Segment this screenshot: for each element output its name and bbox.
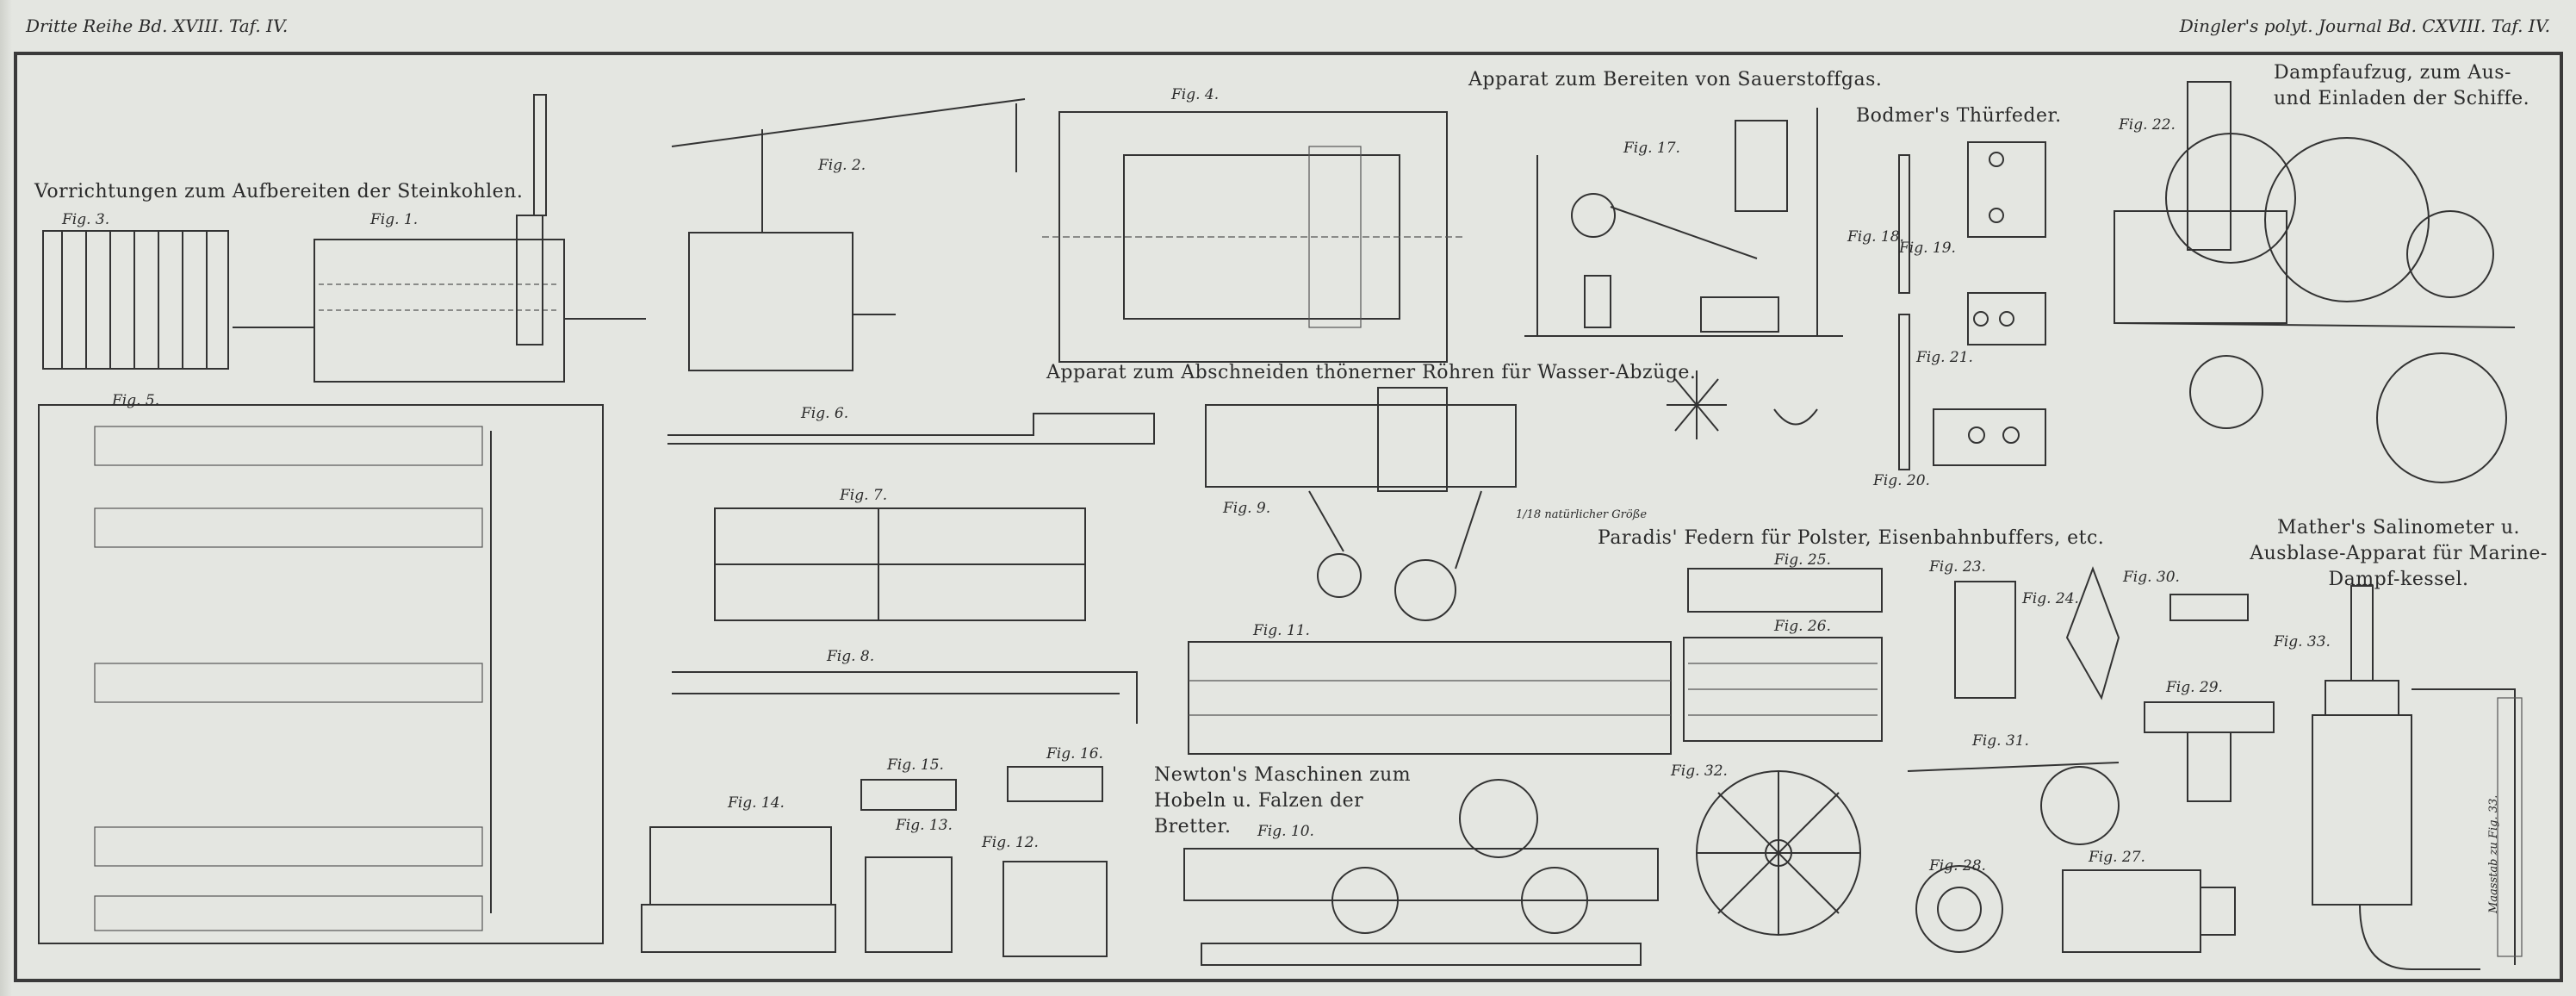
fig1-label: Fig. 1.: [370, 211, 419, 228]
fig22-steam-hoist: [2114, 81, 2516, 483]
fig31-cart: [1907, 762, 2120, 845]
star-part: [1667, 370, 1818, 439]
fig24-label: Fig. 24.: [2022, 590, 2079, 607]
fig9-cutter: [1205, 387, 1517, 621]
fig30-label: Fig. 30.: [2123, 569, 2180, 586]
plate-frame: [14, 52, 2563, 982]
fig2-lever-tank: [671, 98, 1026, 371]
fig23-label: Fig. 23.: [1929, 558, 1986, 576]
fig7-label: Fig. 7.: [840, 487, 888, 504]
fig12-label: Fig. 12.: [982, 834, 1039, 851]
fig14-label: Fig. 14.: [728, 794, 785, 812]
fig27-label: Fig. 27.: [2089, 849, 2145, 866]
fig4-label: Fig. 4.: [1171, 86, 1220, 103]
fig31-label: Fig. 31.: [1972, 732, 2029, 750]
fig32-label: Fig. 32.: [1671, 763, 1728, 780]
fig11-planer: [1188, 641, 1672, 755]
scale-note: 1/18 natürlicher Größe: [1516, 508, 1648, 521]
fig11-label: Fig. 11.: [1253, 622, 1310, 639]
fig2-label: Fig. 2.: [818, 157, 866, 174]
fig10-label: Fig. 10.: [1257, 823, 1314, 840]
massstab-note: Maasstab zu Fig. 33.: [2487, 794, 2500, 913]
title-newton: Newton's Maschinen zum Hobeln u. Falzen …: [1154, 764, 1412, 837]
fig5-label: Fig. 5.: [112, 392, 160, 409]
header-left: Dritte Reihe Bd. XVIII. Taf. IV.: [26, 16, 289, 36]
bodmer-parts: [1898, 141, 2046, 470]
header-right: Dingler's polyt. Journal Bd. CXVIII. Taf…: [2179, 16, 2550, 36]
fig18-label: Fig. 18.: [1847, 228, 1904, 246]
fig9-label: Fig. 9.: [1223, 500, 1271, 517]
fig17-label: Fig. 17.: [1623, 140, 1680, 157]
fig4-frame: [1042, 111, 1464, 363]
title-steinkohlen: Vorrichtungen zum Aufbereiten der Steink…: [34, 181, 524, 202]
fig23-30-parts: [1954, 566, 2275, 802]
title-dampfaufzug: Dampfaufzug, zum Aus- und Einladen der S…: [2274, 62, 2530, 109]
fig21-label: Fig. 21.: [1916, 349, 1973, 366]
binding-fold: [0, 0, 12, 996]
fig16-label: Fig. 16.: [1046, 745, 1103, 763]
fig15-label: Fig. 15.: [887, 756, 944, 774]
title-paradis: Paradis' Federn für Polster, Eisenbahnbu…: [1598, 527, 2105, 549]
fig3-grate: [42, 230, 229, 370]
fig19-label: Fig. 19.: [1899, 240, 1956, 257]
fig3-label: Fig. 3.: [62, 211, 110, 228]
fig33-label: Fig. 33.: [2274, 633, 2331, 651]
fig13-label: Fig. 13.: [896, 817, 953, 834]
fig5-plan: [38, 404, 604, 944]
fig25-label: Fig. 25.: [1774, 551, 1831, 569]
fig22-label: Fig. 22.: [2119, 116, 2176, 134]
title-bodmer: Bodmer's Thürfeder.: [1856, 105, 2062, 127]
fig29-label: Fig. 29.: [2166, 679, 2223, 696]
fig17-apparatus: [1524, 108, 1843, 337]
fig10-machine: [1183, 779, 1659, 966]
fig26-label: Fig. 26.: [1774, 618, 1831, 635]
fig25-26-springs: [1683, 568, 1883, 742]
fig1-tank: [233, 94, 646, 383]
title-roehren: Apparat zum Abschneiden thönerner Röhren…: [1046, 362, 1697, 383]
fig6-label: Fig. 6.: [801, 405, 849, 422]
fig28-label: Fig. 28.: [1929, 857, 1986, 875]
fig32-wheel: [1696, 770, 1861, 936]
fig12-16-parts: [641, 766, 1108, 957]
fig20-label: Fig. 20.: [1873, 472, 1930, 489]
fig27-28-parts: [1915, 865, 2236, 953]
title-mather: Mather's Salinometer u. Ausblase-Apparat…: [2250, 517, 2548, 590]
title-sauerstoff: Apparat zum Bereiten von Sauerstoffgas.: [1468, 69, 1883, 90]
fig8-label: Fig. 8.: [827, 648, 875, 665]
fig33-salinometer: [2312, 585, 2523, 970]
fig6-8-channels: [667, 413, 1155, 724]
